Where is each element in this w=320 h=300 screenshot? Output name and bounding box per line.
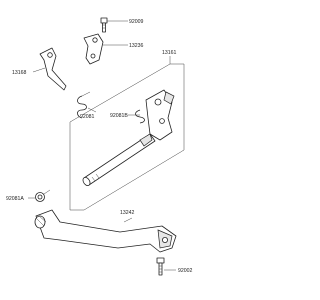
bolt-92009[interactable] [100, 17, 108, 33]
shift-pedal-13242[interactable] [34, 209, 177, 253]
part-label-13168[interactable]: 13168 [12, 70, 27, 76]
part-label-13242[interactable]: 13242 [120, 210, 135, 216]
arm-13168[interactable] [39, 47, 67, 91]
spring-92081[interactable] [77, 91, 91, 119]
exploded-parts-diagram: 92009 13236 13168 13161 92081 [6, 17, 193, 276]
leader-13242 [123, 217, 133, 223]
bolt-92002[interactable] [156, 257, 165, 276]
part-label-92081b[interactable]: 92081B [110, 113, 128, 119]
spring-92081b[interactable] [135, 109, 145, 124]
bracket-13236[interactable] [83, 33, 104, 65]
part-label-13161[interactable]: 13161 [162, 50, 177, 56]
part-label-13236[interactable]: 13236 [129, 43, 144, 49]
spring-92081a[interactable] [35, 189, 51, 202]
shift-shaft-assembly-box [69, 63, 185, 211]
shift-shaft-13161[interactable] [81, 89, 175, 187]
part-label-92009[interactable]: 92009 [129, 19, 144, 25]
part-label-92081a[interactable]: 92081A [6, 196, 24, 202]
part-label-92081[interactable]: 92081 [80, 114, 95, 120]
leader-92081 [87, 107, 97, 113]
leader-13168 [32, 67, 46, 73]
part-label-92002[interactable]: 92002 [178, 268, 193, 274]
